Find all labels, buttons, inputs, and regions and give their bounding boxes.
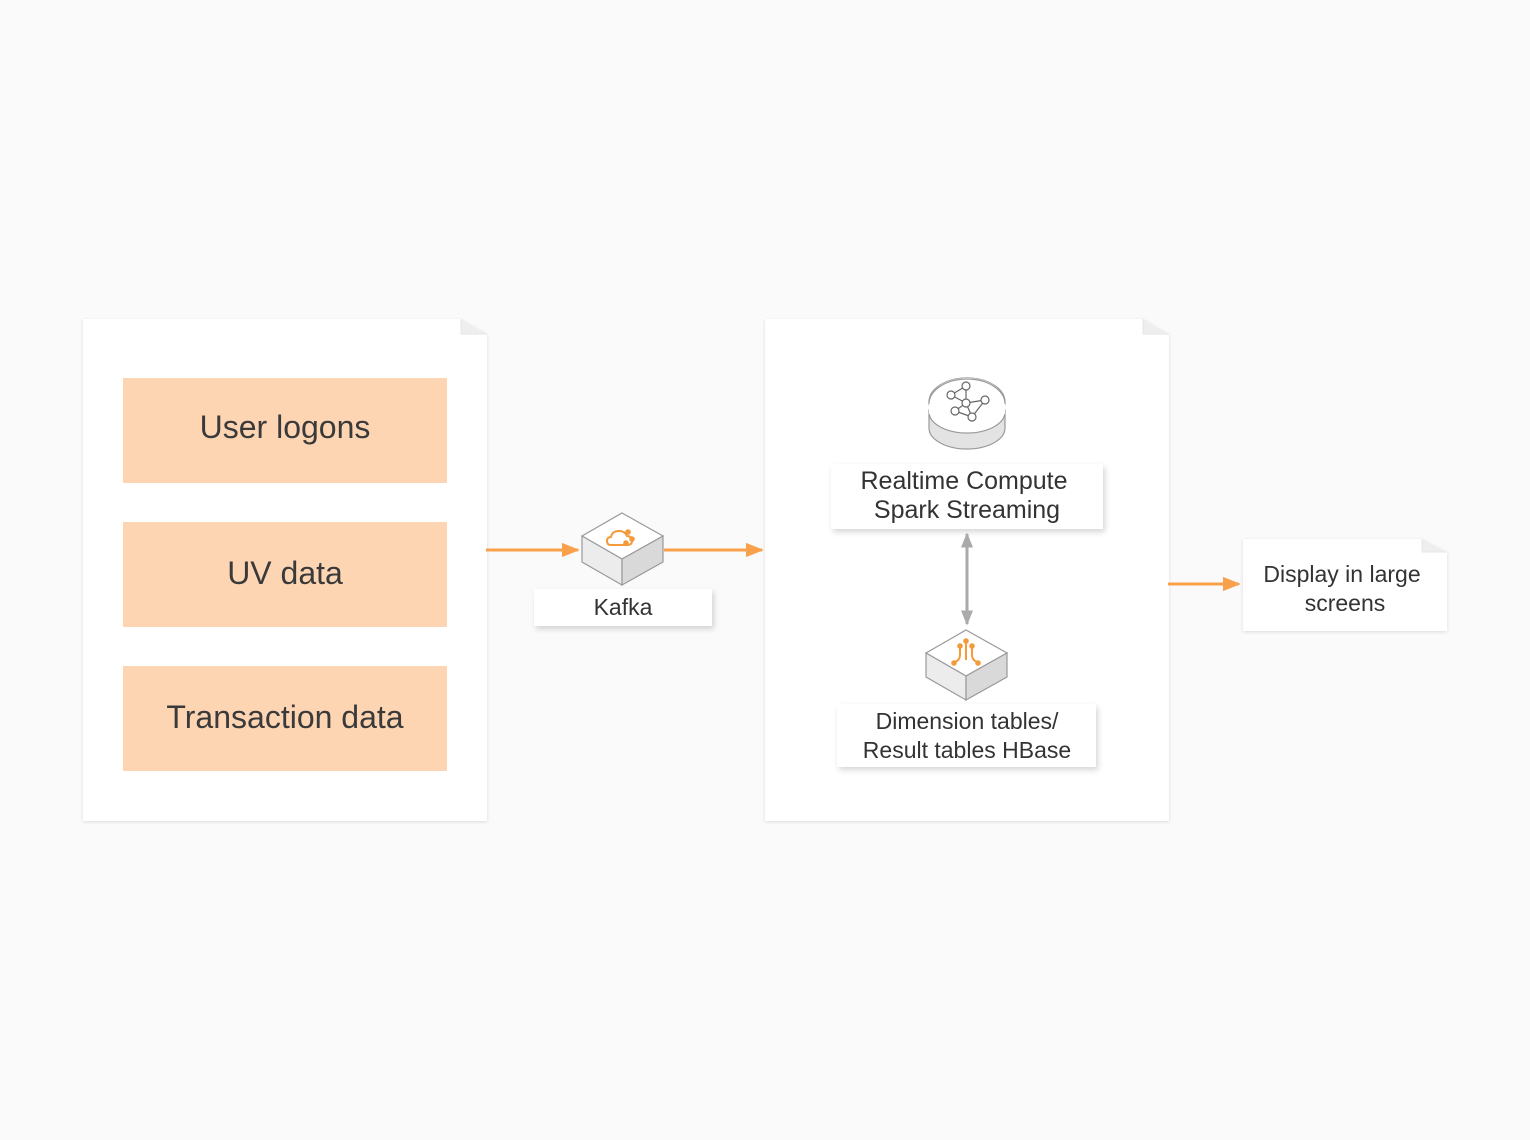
compute-panel: Realtime Compute Spark Streaming [765, 319, 1169, 821]
hbase-label-line1: Dimension tables/ [876, 708, 1059, 734]
display-node: Display in large screens [1243, 539, 1447, 631]
source-item-transaction-data: Transaction data [123, 666, 447, 771]
source-item-label: UV data [227, 555, 343, 591]
hbase-node: Dimension tables/ Result tables HBase [837, 629, 1096, 767]
data-flow-icon [951, 638, 981, 666]
display-label-line2: screens [1305, 590, 1386, 616]
sources-panel: User logons UV data Transaction data [83, 319, 487, 821]
realtime-compute-label-line1: Realtime Compute [860, 467, 1067, 495]
hbase-label-line2: Result tables HBase [863, 737, 1071, 763]
kafka-label: Kafka [594, 594, 653, 620]
kafka-cube-icon [580, 512, 665, 587]
realtime-compute-label-line2: Spark Streaming [874, 496, 1060, 524]
cloud-icon [605, 529, 635, 546]
realtime-compute-node: Realtime Compute Spark Streaming [831, 377, 1103, 529]
source-item-uv-data: UV data [123, 522, 447, 627]
kafka-node: Kafka [534, 512, 712, 626]
source-item-user-logons: User logons [123, 378, 447, 483]
hbase-cube-icon [924, 629, 1009, 702]
display-label-line1: Display in large [1263, 561, 1420, 587]
source-item-label: User logons [200, 409, 371, 445]
source-item-label: Transaction data [166, 699, 403, 735]
cluster-network-icon [928, 377, 1006, 450]
